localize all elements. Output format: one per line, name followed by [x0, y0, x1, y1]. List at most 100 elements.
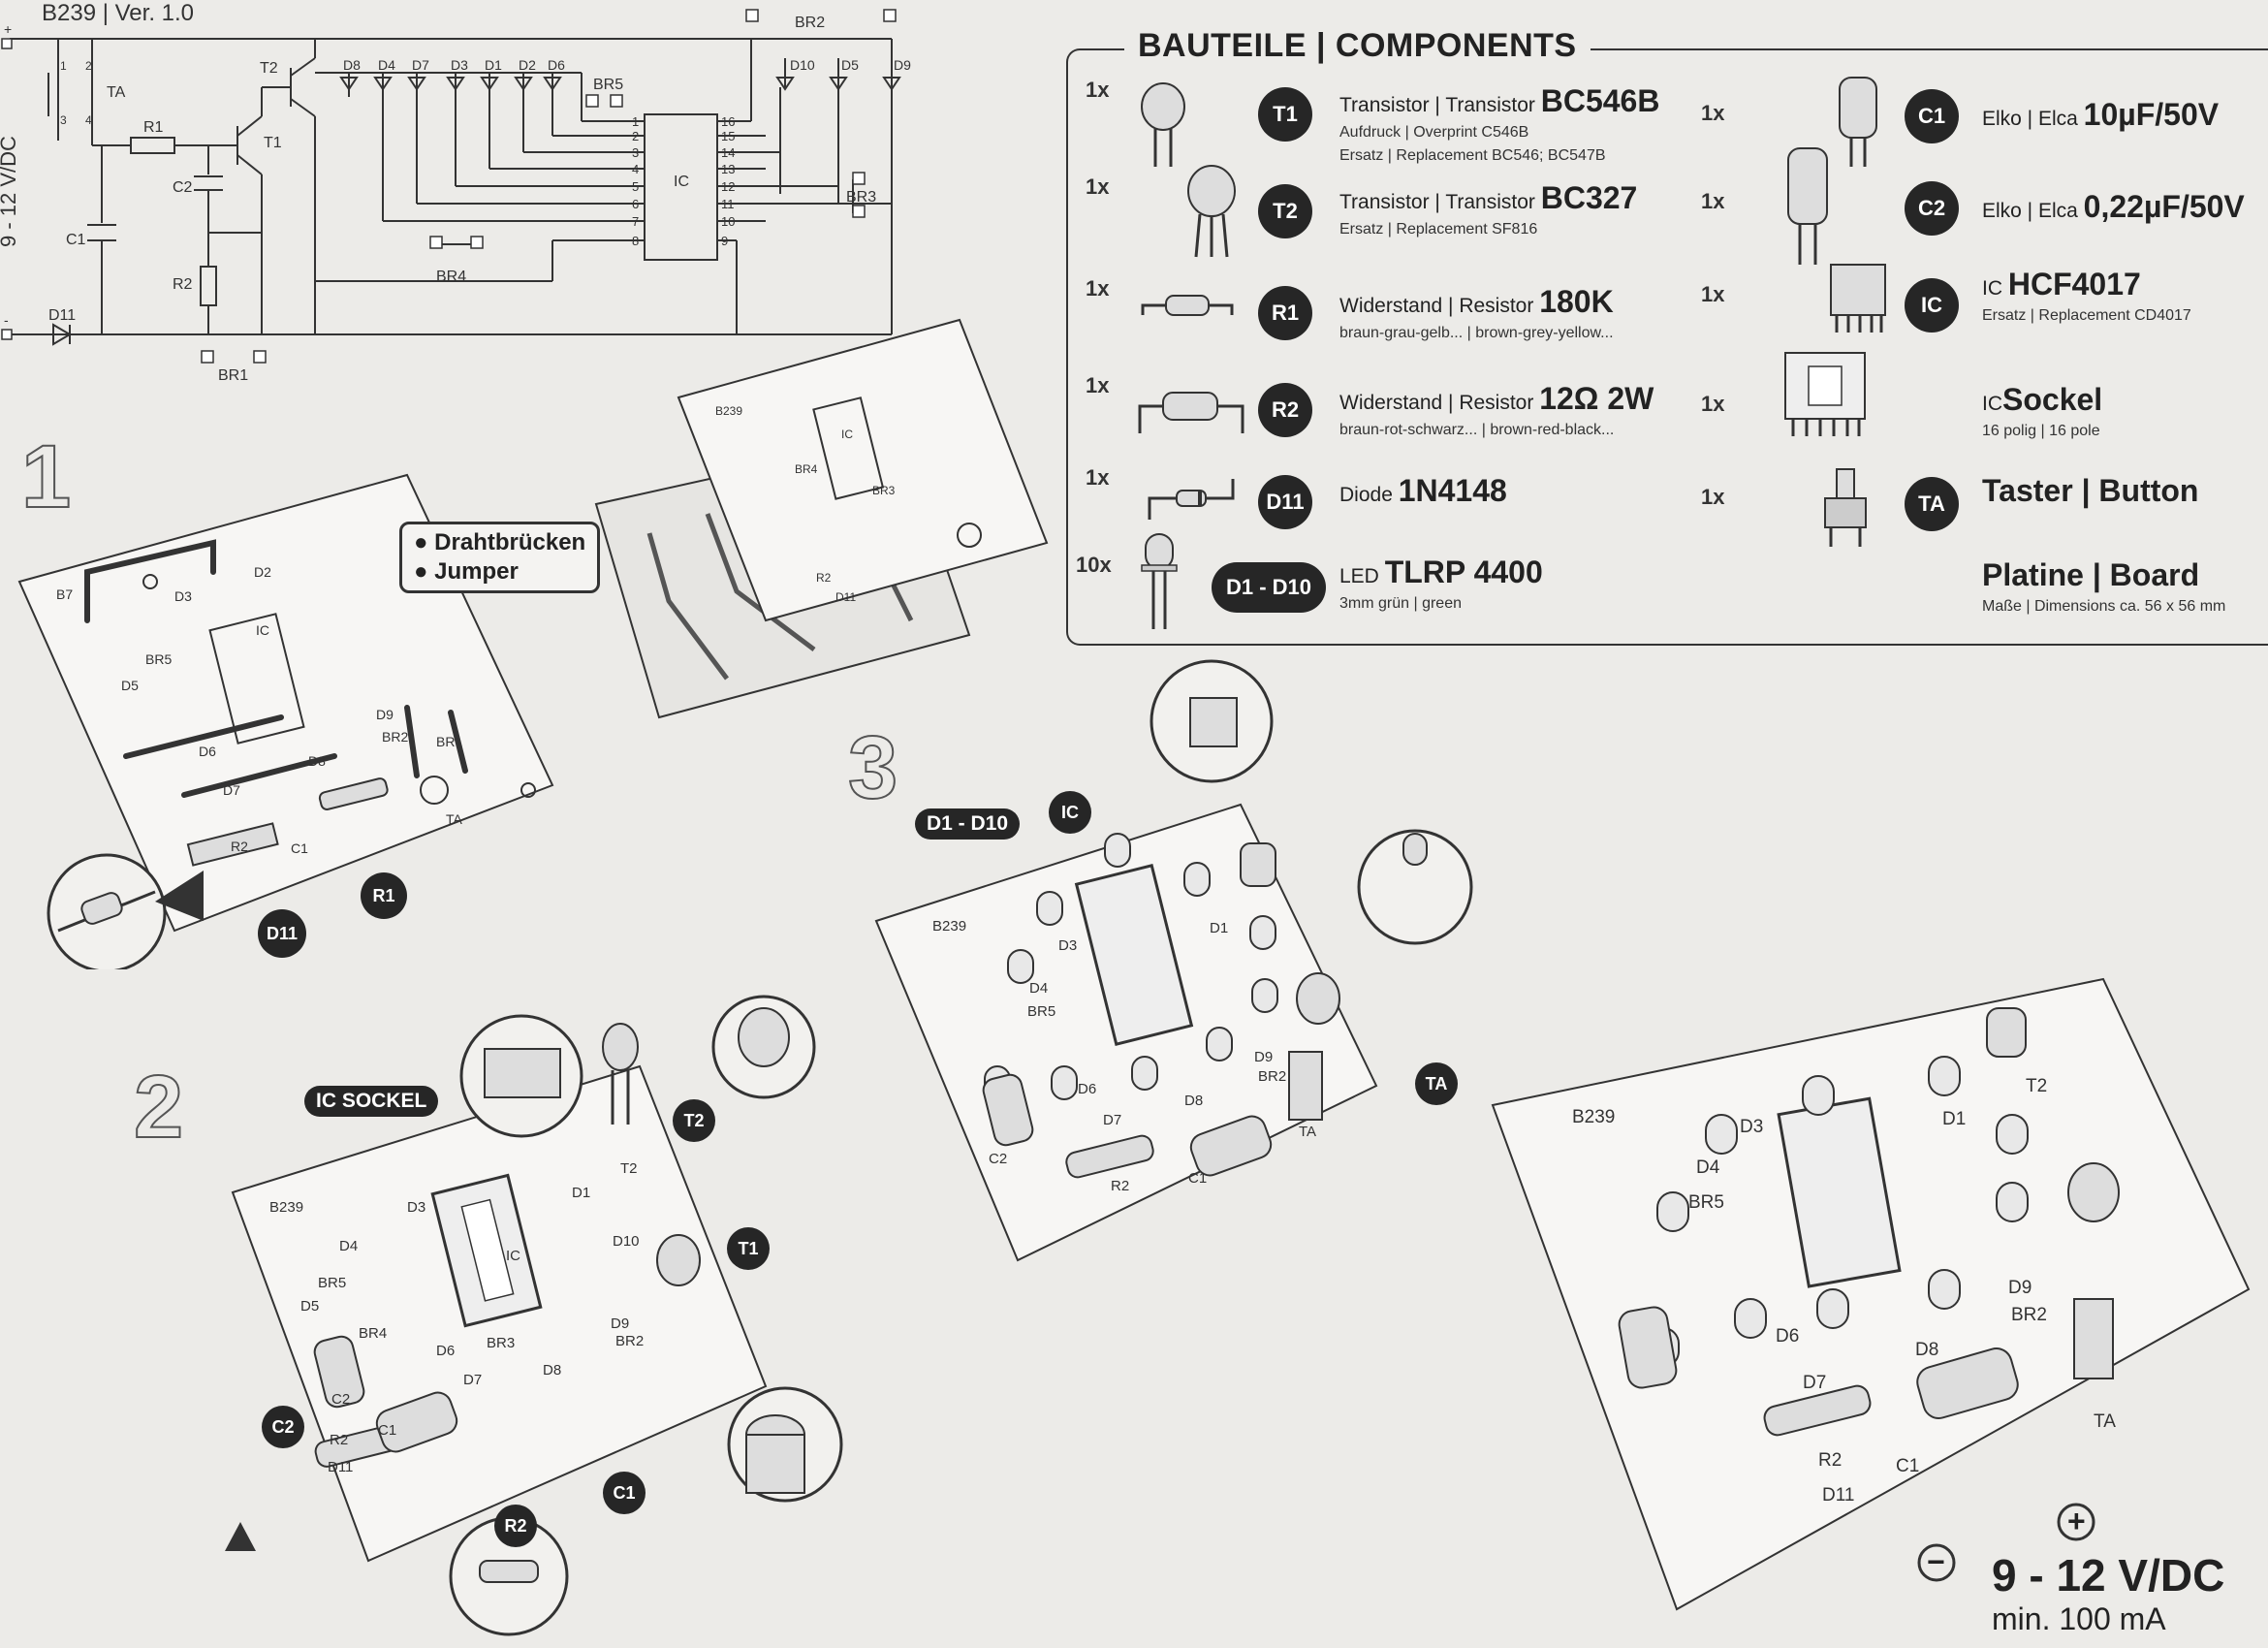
- transistor-icon: [1187, 165, 1236, 258]
- s3-br5: BR5: [1027, 1003, 1055, 1020]
- component-prefix: IC: [1982, 277, 2002, 300]
- s3-d4: D4: [1029, 980, 1048, 997]
- sch-ta-pin1: 1: [60, 59, 67, 73]
- component-row-ic: 1x IC IC HCF4017 Ersatz | Replacement CD…: [1701, 264, 2268, 344]
- component-row-c1: 1x C1 Elko | Elca 10µF/50V: [1701, 77, 2268, 167]
- component-sub1: braun-rot-schwarz... | brown-red-black..…: [1339, 421, 1615, 438]
- component-sub1: Maße | Dimensions ca. 56 x 56 mm: [1982, 597, 2226, 615]
- component-row-t2: 1x T2 Transistor | Transistor BC327 Ersa…: [1086, 165, 1706, 262]
- final-t2: T2: [2026, 1076, 2047, 1096]
- pcb-stack: B239 IC BR4 BR3 R2 D11: [594, 318, 1049, 719]
- s2-c2: C2: [331, 1391, 350, 1408]
- final-br5: BR5: [1688, 1192, 1724, 1213]
- s2-d4: D4: [339, 1238, 358, 1254]
- stack-r2: R2: [816, 571, 832, 585]
- qty: 1x: [1701, 189, 1725, 213]
- power-minus: −: [1927, 1544, 1945, 1579]
- callout-ic-sockel: IC SOCKEL: [304, 1086, 439, 1117]
- sch-br4: BR4: [436, 269, 466, 285]
- sch-ta-pin3: 3: [60, 113, 67, 127]
- sch-c1: C1: [66, 232, 86, 248]
- s2-d3: D3: [407, 1199, 425, 1216]
- sch-pin-l1: 1: [632, 114, 639, 129]
- component-text: Elko | Elca 0,22µF/50V: [1982, 189, 2268, 225]
- sch-pin-r10: 10: [721, 214, 735, 229]
- s1-d7: D7: [223, 782, 240, 798]
- sch-br1: BR1: [218, 367, 248, 384]
- badge-d1-d10: D1 - D10: [1212, 562, 1326, 613]
- qty: 1x: [1086, 373, 1110, 397]
- sch-pin-r12: 12: [721, 179, 735, 194]
- component-sub1: Aufdruck | Overprint C546B: [1339, 123, 1529, 141]
- resistor-icon: [1141, 295, 1234, 316]
- s1-d8: D8: [308, 753, 326, 769]
- badge-d11: D11: [1258, 475, 1312, 529]
- s2-d11: D11: [328, 1459, 353, 1475]
- sch-pin-l2: 2: [632, 129, 639, 143]
- sch-pin-l6: 6: [632, 197, 639, 211]
- s1-d2: D2: [254, 564, 271, 580]
- s1-d9: D9: [376, 707, 394, 722]
- sch-t2: T2: [260, 60, 278, 77]
- component-row-c2: 1x C2 Elko | Elca 0,22µF/50V: [1701, 147, 2268, 265]
- component-name: 12Ω 2W: [1539, 381, 1654, 416]
- sch-pin-l8: 8: [632, 234, 639, 248]
- s3-ta: TA: [1299, 1124, 1316, 1140]
- component-row-ta: 1x TA Taster | Button: [1701, 465, 2268, 547]
- component-row-r2: 1x R2 Widerstand | Resistor 12Ω 2W braun…: [1086, 373, 1706, 451]
- final-br2: BR2: [2011, 1305, 2047, 1325]
- s1-c1: C1: [291, 840, 308, 856]
- component-name: Platine | Board: [1982, 557, 2200, 592]
- sch-led-d2: D2: [519, 57, 536, 73]
- s1-br1: BR1: [436, 734, 462, 749]
- s1-d3: D3: [174, 588, 192, 604]
- sch-pin-l4: 4: [632, 162, 639, 176]
- badge-r1: R1: [1258, 286, 1312, 340]
- component-sub1: braun-grau-gelb... | brown-grey-yellow..…: [1339, 324, 1614, 341]
- badge-c2: C2: [1905, 181, 1959, 236]
- s3-d8: D8: [1184, 1093, 1203, 1109]
- sch-br3: BR3: [846, 189, 876, 206]
- component-sub2: Ersatz | Replacement BC546; BC547B: [1339, 146, 1606, 164]
- stack-b239: B239: [715, 404, 742, 418]
- s2-d10: D10: [613, 1233, 640, 1250]
- component-sub1: 16 polig | 16 pole: [1982, 422, 2100, 439]
- badge-ic: IC: [1905, 278, 1959, 333]
- sch-r2: R2: [173, 276, 193, 293]
- components-title: BAUTEILE | COMPONENTS: [1124, 27, 1591, 65]
- component-prefix: Diode: [1339, 484, 1393, 506]
- component-prefix: Elko | Elca: [1982, 200, 2078, 222]
- diode-icon: [1148, 479, 1235, 520]
- sch-led-d1: D1: [485, 57, 502, 73]
- sch-plus: +: [4, 21, 12, 37]
- s1-ic: IC: [256, 622, 269, 638]
- callout-c2: C2: [262, 1406, 304, 1448]
- s2-d9: D9: [611, 1315, 629, 1332]
- component-prefix: Transistor | Transistor: [1339, 191, 1535, 213]
- sch-pin-r13: 13: [721, 162, 735, 176]
- final-d6: D6: [1776, 1326, 1799, 1347]
- sch-t1: T1: [264, 135, 282, 151]
- component-name: 1N4148: [1398, 473, 1507, 508]
- final-b239: B239: [1572, 1107, 1615, 1127]
- component-text: Elko | Elca 10µF/50V: [1982, 97, 2268, 133]
- component-row-leds: 10x D1 - D10 LED TLRP 4400 3mm grün | gr…: [1076, 533, 1696, 630]
- callout-ic: IC: [1049, 791, 1091, 834]
- s1-br5: BR5: [145, 651, 172, 667]
- component-prefix: IC: [1982, 393, 2002, 415]
- sch-c2: C2: [173, 179, 193, 196]
- step-number-2: 2: [133, 1057, 184, 1157]
- callout-ta: TA: [1415, 1062, 1458, 1105]
- final-r2: R2: [1818, 1450, 1842, 1471]
- ic-socket-icon: [1784, 352, 1866, 436]
- component-name: TLRP 4400: [1384, 555, 1543, 589]
- sch-ta-pin4: 4: [85, 113, 92, 127]
- component-prefix: Elko | Elca: [1982, 108, 2078, 130]
- component-row-t1: 1x T1 Transistor | Transistor BC546B Auf…: [1086, 78, 1706, 167]
- s2-d8: D8: [543, 1362, 561, 1379]
- qty: 1x: [1701, 485, 1725, 509]
- jumper-callout: ● Drahtbrücken ● Jumper: [399, 522, 601, 593]
- component-prefix: LED: [1339, 565, 1379, 587]
- button-icon: [1824, 468, 1867, 547]
- component-row-r1: 1x R1 Widerstand | Resistor 180K braun-g…: [1086, 276, 1706, 354]
